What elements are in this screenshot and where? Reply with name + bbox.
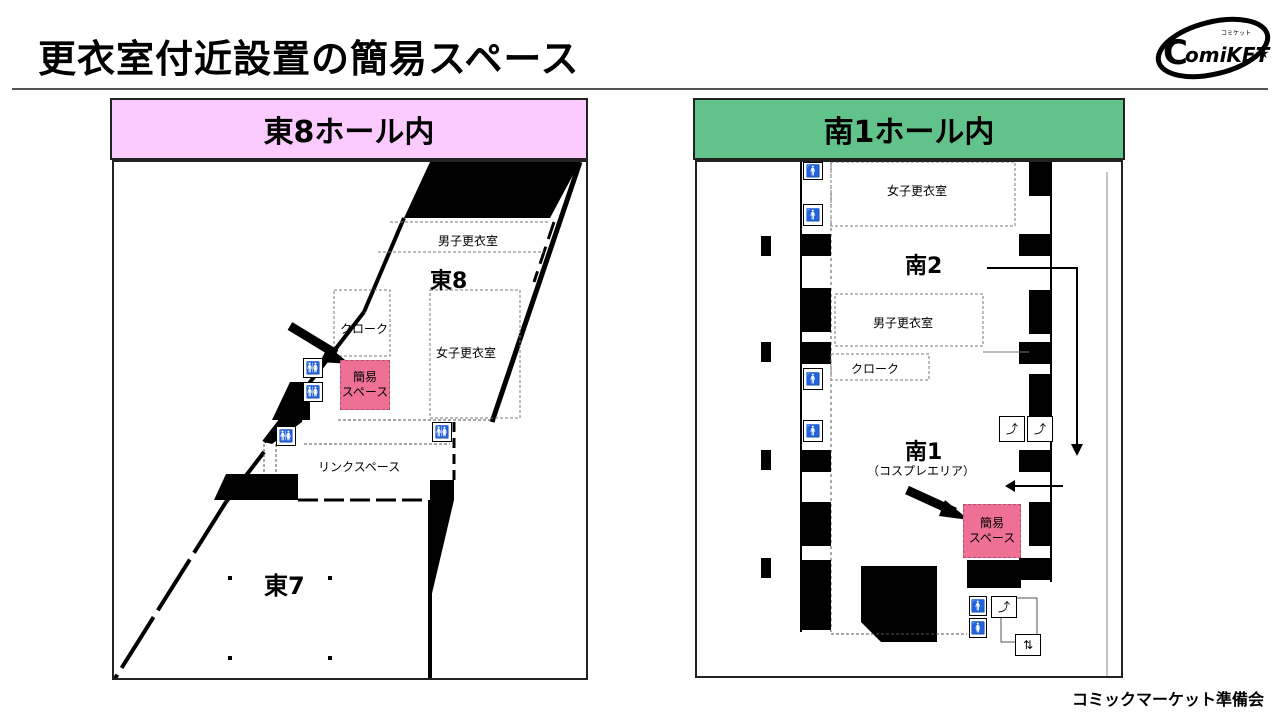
east8-map-drawing [114,162,583,678]
logo-subtext: コミケット [1221,30,1251,37]
mens-changing-room-label: 男子更衣室 [438,234,499,248]
svg-text:★: ★ [1257,46,1270,62]
restroom-icon: 🚹 [803,368,823,390]
simple-space-label-2: スペース [968,531,1016,545]
hall-east7-label: 東7 [264,572,305,600]
cloak-room-label: クローク [340,322,389,336]
restroom-icon: 🚹 [803,204,823,226]
simple-space-area: 簡易 スペース [963,504,1021,558]
link-space-label: リンクスペース [318,460,401,474]
simple-space-label-1: 簡易 [979,516,1004,530]
cloak-room-label: クローク [851,362,900,376]
hall-east8-label: 東8 [430,269,468,294]
south1-map-drawing [761,162,1108,676]
title-divider [12,88,1268,90]
restroom-icon: 🚻 [303,382,323,402]
mens-changing-room-label: 男子更衣室 [873,316,934,330]
restroom-icon: 🚻 [432,422,452,442]
escalator-icon: ⤴ [999,416,1025,442]
east8-header: 東8ホール内 [110,98,588,160]
restroom-icon: 🚹 [969,596,987,616]
womens-changing-room-label: 女子更衣室 [436,346,497,360]
organizer-credit: コミックマーケット準備会 [1071,690,1264,709]
escalator-icon: ⤴ [991,596,1017,618]
south1-header: 南1ホール内 [693,98,1125,160]
simple-space-label-2: スペース [341,385,389,399]
restroom-icon: 🚻 [303,358,323,378]
simple-space-label-1: 簡易 [352,370,377,384]
restroom-icon: 🚹 [803,420,823,442]
svg-text:C: C [1163,33,1188,73]
logo-text: omiKET [1185,43,1271,67]
comiket-logo-icon: C omiKET コミケット ★ [1155,12,1273,80]
east8-floor-map: 男子更衣室 東8 クローク 女子更衣室 リンクスペース 東7 簡易 スペース 🚻… [112,160,588,680]
restroom-icon: 🚹 [803,162,823,180]
stairs-icon: ⤴ [1027,416,1053,442]
south1-floor-map: 女子更衣室 南2 男子更衣室 クローク 南1 （コスプレエリア） 簡易 スペース… [695,160,1123,678]
restroom-icon: 🚺 [969,618,987,638]
restroom-icon: 🚻 [276,426,296,446]
page-title: 更衣室付近設置の簡易スペース [38,37,580,81]
hall-south1-label: 南1 [905,440,943,465]
simple-space-area: 簡易 スペース [340,360,390,410]
elevator-icon: ⇅ [1015,634,1041,656]
womens-changing-room-label: 女子更衣室 [887,184,948,198]
cosplay-area-label: （コスプレエリア） [867,464,976,478]
hall-south2-label: 南2 [905,254,943,279]
